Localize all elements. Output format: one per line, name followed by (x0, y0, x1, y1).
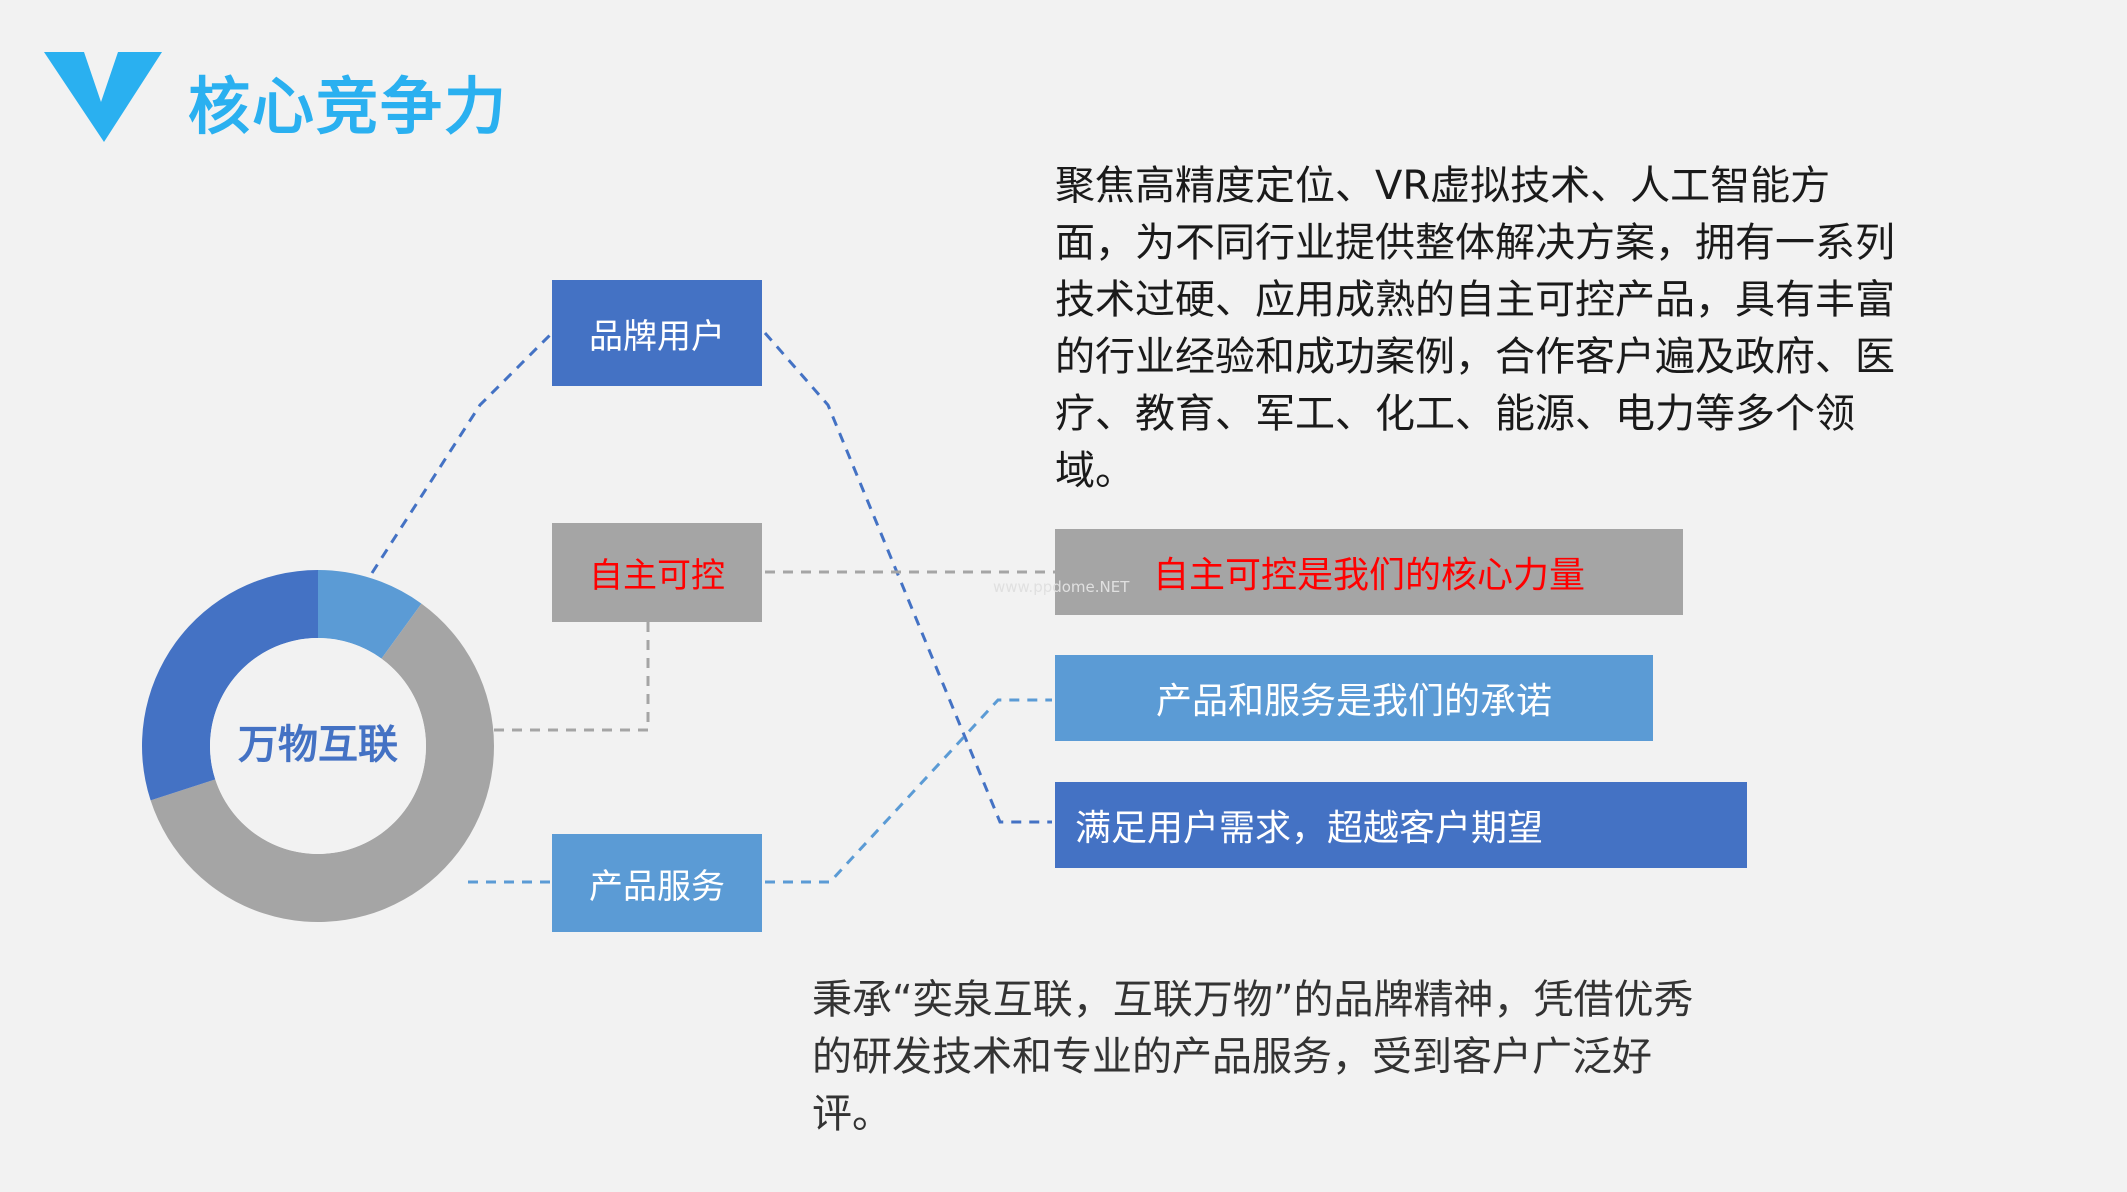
connector-ring-brand (370, 331, 554, 574)
watermark: www.ppdome.NET (993, 578, 1130, 596)
outcome-core-power: 自主可控是我们的核心力量 (1055, 529, 1683, 615)
ring-segment-0 (318, 570, 422, 659)
node-autonomous: 自主可控 (552, 523, 762, 622)
v-chevron-logo-icon (44, 52, 162, 142)
node-product-service: 产品服务 (552, 834, 762, 932)
ring-hole (210, 638, 426, 854)
center-label: 万物互联 (238, 722, 398, 768)
connector-ring-autonomous (494, 622, 650, 732)
footer-paragraph: 秉承“奕泉互联，互联万物”的品牌精神，凭借优秀的研发技术和专业的产品服务，受到客… (812, 977, 1694, 1137)
ring-segment-2 (142, 570, 318, 801)
ring-segment-1 (150, 603, 495, 923)
outcome-promise: 产品和服务是我们的承诺 (1055, 655, 1653, 741)
connector-service-promise (765, 698, 1052, 884)
intro-paragraph: 聚焦高精度定位、VR虚拟技术、人工智能方面，为不同行业提供整体解决方案，拥有一系… (1055, 163, 1895, 494)
donut-ring (142, 570, 495, 923)
node-brand-users: 品牌用户 (552, 280, 762, 386)
outcome-exceed: 满足用户需求，超越客户期望 (1055, 782, 1747, 868)
page-title: 核心竞争力 (188, 70, 509, 143)
